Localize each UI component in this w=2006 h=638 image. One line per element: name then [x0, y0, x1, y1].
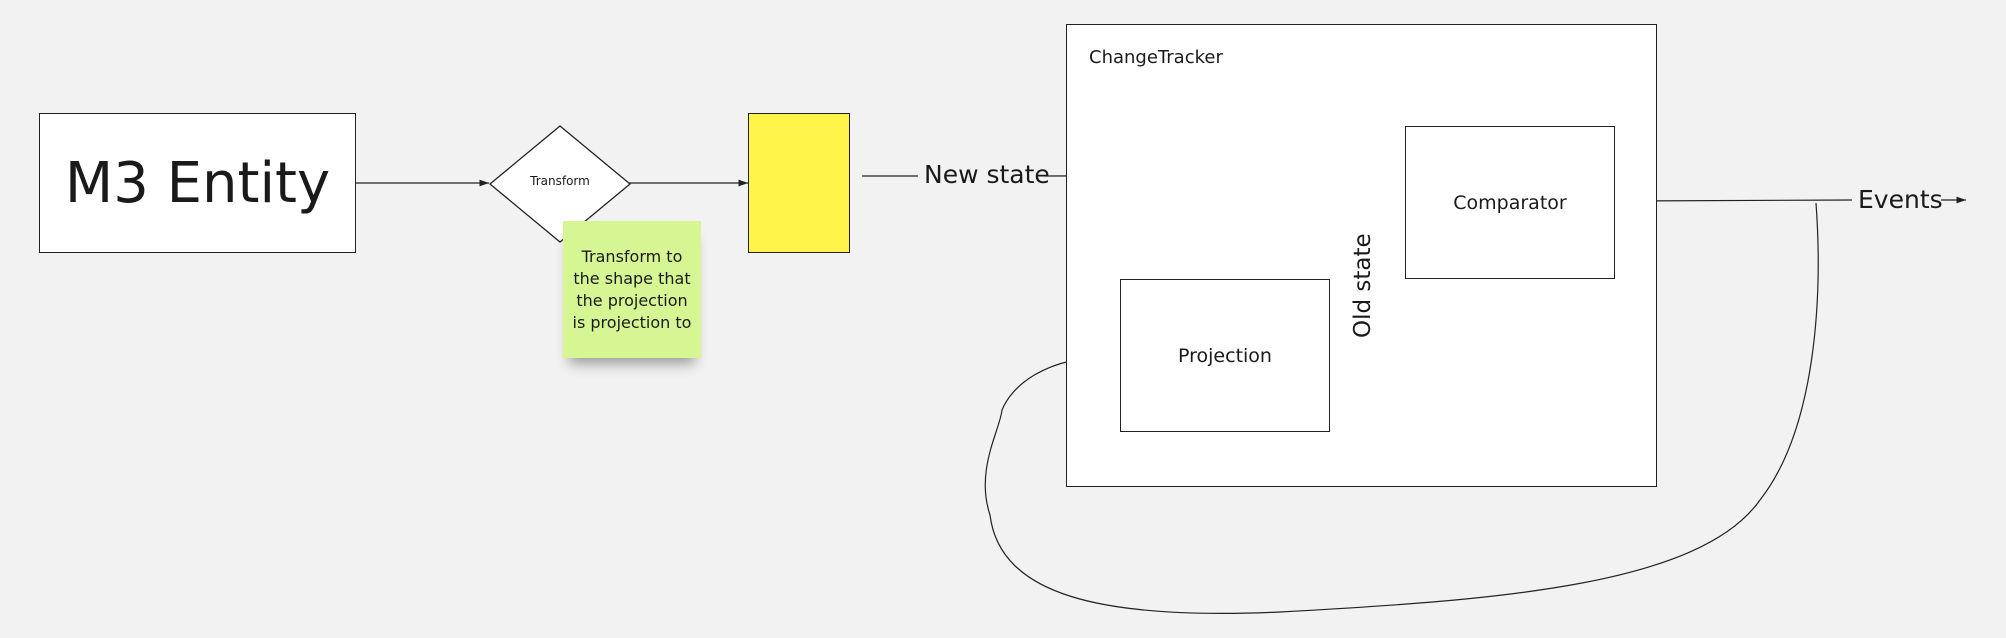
new-state-label: New state — [924, 160, 1050, 189]
transform-diamond-shape — [489, 125, 631, 243]
sticky-note[interactable]: Transform to the shape that the projecti… — [563, 221, 701, 358]
events-label: Events — [1858, 185, 1943, 214]
feedback-loop-curve — [984, 202, 1819, 614]
comparator-label: Comparator — [1453, 191, 1567, 214]
m3-entity-box[interactable]: M3 Entity — [39, 113, 356, 253]
change-tracker-label: ChangeTracker — [1089, 47, 1223, 68]
m3-entity-label: M3 Entity — [64, 150, 331, 216]
sticky-note-text: Transform to the shape that the projecti… — [572, 246, 692, 332]
comparator-box[interactable]: Comparator — [1405, 126, 1615, 279]
projection-box[interactable]: Projection — [1120, 279, 1330, 432]
projection-label: Projection — [1178, 344, 1272, 367]
old-state-label: Old state — [1350, 233, 1376, 338]
transform-label: Transform — [530, 174, 590, 188]
transform-diamond[interactable] — [489, 125, 631, 243]
transformed-output-box[interactable] — [748, 113, 850, 253]
